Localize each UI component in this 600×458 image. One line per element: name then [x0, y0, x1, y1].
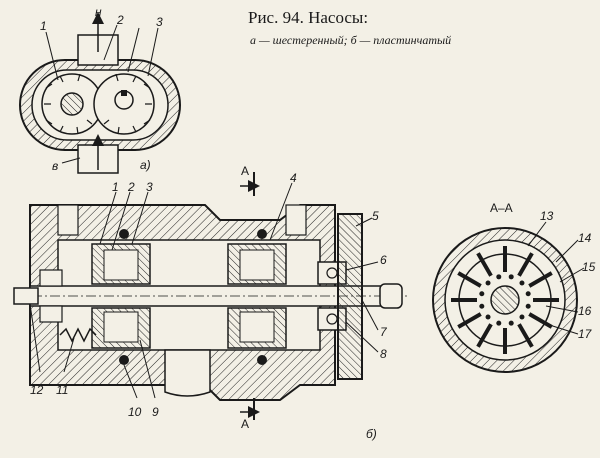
- figure-caption-title: Рис. 94. Насосы:: [248, 8, 369, 27]
- rotor-hole: [479, 291, 485, 297]
- label-s-16: 16: [578, 304, 592, 318]
- vane: [517, 323, 534, 348]
- figure-caption-subtitle: а — шестеренный; б — пластинчатый: [250, 33, 452, 47]
- vane: [457, 312, 482, 329]
- drive-gear-shaft: [60, 92, 84, 116]
- vane: [457, 271, 482, 288]
- gear-teeth: [44, 73, 152, 135]
- rotor-holes: [479, 274, 531, 326]
- label-s-15: 15: [582, 260, 596, 274]
- label-b-7: 7: [380, 325, 387, 339]
- label-n: н: [95, 5, 102, 19]
- label-a-2: 2: [117, 13, 124, 27]
- rotor-hub: [490, 285, 520, 315]
- label-b-8: 8: [380, 347, 387, 361]
- section-aa-title: А–А: [490, 201, 513, 215]
- label-a-1: 1: [40, 19, 47, 33]
- rotor-hole: [525, 303, 531, 309]
- label-b-2: 2: [128, 180, 135, 194]
- rotor-hole: [479, 303, 485, 309]
- rotor-hole: [485, 280, 491, 286]
- label-b-3: 3: [146, 180, 153, 194]
- rotor-hole: [519, 314, 525, 320]
- label-b-4: 4: [290, 171, 297, 185]
- label-b-1: 1: [112, 180, 119, 194]
- vane: [528, 271, 553, 288]
- rotor-hole: [508, 320, 514, 326]
- label-a-3: 3: [156, 15, 163, 29]
- rotor-hole: [485, 314, 491, 320]
- vane: [476, 252, 493, 277]
- section-mark-bottom: А: [241, 417, 250, 431]
- cross-section-aa: [432, 221, 585, 373]
- label-s-14: 14: [578, 231, 592, 245]
- mounting-flange: [337, 213, 363, 380]
- inlet-cavity: [164, 349, 211, 397]
- rotor-hole: [496, 320, 502, 326]
- rotor-hole: [519, 280, 525, 286]
- label-b-10: 10: [128, 405, 142, 419]
- rotor-hole: [508, 274, 514, 280]
- vane-pump-section: [13, 172, 410, 420]
- label-b-12: 12: [30, 383, 44, 397]
- label-b-5: 5: [372, 209, 379, 223]
- gear-pump-view: [19, 12, 181, 174]
- label-b-9: 9: [152, 405, 159, 419]
- section-mark-top: А: [241, 164, 250, 178]
- label-b-6: 6: [380, 253, 387, 267]
- view-a-letter: а): [140, 158, 151, 172]
- label-s-17: 17: [578, 327, 592, 341]
- vane: [517, 252, 534, 277]
- relief-spring: [59, 327, 97, 343]
- rotor-hole: [525, 291, 531, 297]
- shaft-nut: [13, 287, 39, 305]
- label-v: в: [52, 159, 59, 173]
- vanes: [451, 246, 559, 354]
- label-b-11: 11: [56, 383, 69, 397]
- view-b-letter: б): [366, 427, 377, 441]
- shaft-coupling: [379, 283, 403, 309]
- rotor-hole: [496, 274, 502, 280]
- shaft-key: [121, 90, 127, 96]
- vane: [476, 323, 493, 348]
- label-s-13: 13: [540, 209, 554, 223]
